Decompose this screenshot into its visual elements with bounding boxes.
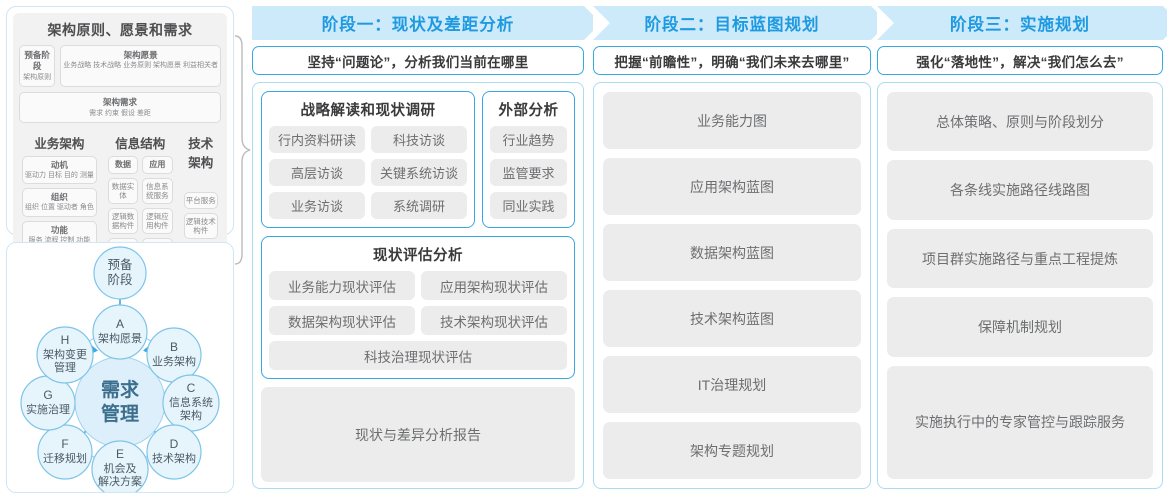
phase-2-banner: 阶段二：目标蓝图规划 [593, 6, 888, 40]
chip[interactable]: 科技访谈 [371, 126, 467, 153]
togaf-top-row: 预备阶段 架构原则 架构愿景 业务战略 技术战略 业务原则 架构愿景 利益相关者 [19, 45, 221, 88]
svg-text:实施治理: 实施治理 [26, 402, 70, 416]
chip[interactable]: 应用架构现状评估 [421, 271, 567, 300]
cycle-node-a [92, 304, 148, 360]
svg-text:解决方案: 解决方案 [98, 474, 142, 488]
togaf-title: 架构原则、愿景和需求 [47, 22, 193, 38]
svg-text:C: C [187, 381, 196, 395]
togaf-framework-panel: 架构原则、愿景和需求 预备阶段 架构原则 架构愿景 业务战略 技术战略 业务原则… [6, 6, 234, 324]
svg-text:G: G [43, 388, 52, 402]
togaf-vision-head: 架构愿景 [123, 50, 158, 60]
svg-text:信息系统: 信息系统 [169, 395, 213, 409]
togaf-business-item: 组织 组织 位置 驱动者 角色 [22, 188, 97, 217]
chip[interactable]: 数据架构现状评估 [269, 306, 415, 335]
chip[interactable]: 业务访谈 [269, 192, 365, 219]
togaf-prelim-cell: 预备阶段 架构原则 [19, 45, 56, 88]
chip[interactable]: 技术架构蓝图 [603, 290, 861, 347]
group-strategy-survey-title: 战略解读和现状调研 [300, 103, 436, 119]
svg-text:架构变更: 架构变更 [43, 347, 87, 361]
chip[interactable]: 技术架构现状评估 [421, 306, 567, 335]
svg-text:架构愿景: 架构愿景 [98, 331, 142, 345]
cycle-node-e [91, 440, 149, 492]
phase-1: 阶段一：现状及差距分析 坚持“问题论”，分析我们当前在哪里 战略解读和现状调研 … [252, 6, 601, 489]
svg-text:F: F [61, 437, 68, 451]
phase-1-body: 战略解读和现状调研 行内资料研读 科技访谈 高层访谈 关键系统访谈 业务访谈 系… [252, 82, 584, 489]
svg-text:技术架构: 技术架构 [152, 451, 196, 465]
chip[interactable]: 数据架构蓝图 [603, 224, 861, 281]
togaf-information-title: 信息结构 [115, 137, 166, 152]
phase-3-banner-text: 阶段三：实施规划 [950, 16, 1090, 34]
svg-text:E: E [116, 447, 124, 461]
svg-text:机会及: 机会及 [104, 461, 137, 475]
togaf-vision-sub: 业务战略 技术战略 业务原则 架构愿景 利益相关者 [63, 62, 218, 70]
adm-cycle-panel: 需求 管理 预备 阶段 A 架构愿景 B 业务架构 C 信息系统 架构 [6, 242, 234, 493]
phase-1-banner-text: 阶段一：现状及差距分析 [321, 16, 515, 34]
cycle-node-b [146, 327, 202, 383]
chip[interactable]: 架构专题规划 [603, 422, 861, 479]
phase-2: 阶段二：目标蓝图规划 把握“前瞻性”，明确“我们未来去哪里” 业务能力图 应用架… [593, 6, 888, 489]
cycle-node-prelim [93, 246, 147, 300]
chip[interactable]: 同业实践 [490, 192, 567, 219]
phase-2-slogan: 把握“前瞻性”，明确“我们未来去哪里” [593, 46, 871, 75]
phase-1-slogan: 坚持“问题论”，分析我们当前在哪里 [252, 46, 584, 75]
svg-text:架构: 架构 [180, 408, 202, 422]
togaf-requirement-head: 架构需求 [102, 97, 137, 108]
svg-text:A: A [116, 317, 124, 331]
cycle-node-d [146, 424, 202, 480]
left-column: 架构原则、愿景和需求 预备阶段 架构原则 架构愿景 业务战略 技术战略 业务原则… [6, 6, 234, 493]
phase-3-banner: 阶段三：实施规划 [877, 6, 1167, 40]
chip[interactable]: 应用架构蓝图 [603, 158, 861, 215]
chip[interactable]: 关键系统访谈 [371, 159, 467, 186]
phase-3-body: 总体策略、原则与阶段划分 各条线实施路径线路图 项目群实施路径与重点工程提炼 保… [877, 82, 1163, 489]
chip[interactable]: 行内资料研读 [269, 126, 365, 153]
chip[interactable]: 项目群实施路径与重点工程提炼 [887, 228, 1153, 289]
chip[interactable]: 各条线实施路径线路图 [887, 160, 1153, 220]
chip[interactable]: IT治理规划 [603, 356, 861, 413]
chip[interactable]: 总体策略、原则与阶段划分 [887, 92, 1153, 152]
svg-text:阶段: 阶段 [107, 272, 132, 287]
group-current-assessment-title: 现状评估分析 [373, 248, 463, 264]
cycle-center-line1: 需求 [101, 378, 140, 401]
adm-cycle-svg: 需求 管理 预备 阶段 A 架构愿景 B 业务架构 C 信息系统 架构 [20, 246, 220, 492]
svg-text:H: H [61, 333, 70, 347]
phase-3-slogan: 强化“落地性”，解决“我们怎么去” [877, 46, 1163, 75]
togaf-vision-cell: 架构愿景 业务战略 技术战略 业务原则 架构愿景 利益相关者 [60, 45, 221, 88]
svg-text:D: D [170, 437, 179, 451]
group-strategy-survey: 战略解读和现状调研 行内资料研读 科技访谈 高层访谈 关键系统访谈 业务访谈 系… [261, 91, 475, 228]
phase-2-banner-text: 阶段二：目标蓝图规划 [644, 16, 820, 34]
cycle-node-g [20, 375, 76, 431]
svg-text:迁移规划: 迁移规划 [43, 451, 87, 465]
togaf-business-item: 动机 驱动力 目标 目的 测量 [22, 156, 97, 185]
togaf-business-title: 业务架构 [34, 137, 85, 152]
connector-bracket [232, 30, 254, 270]
group-current-assessment: 现状评估分析 业务能力现状评估 应用架构现状评估 数据架构现状评估 技术架构现状… [261, 236, 575, 379]
togaf-prelim-sub: 架构原则 [23, 73, 52, 81]
svg-text:管理: 管理 [54, 360, 76, 374]
chip[interactable]: 监管要求 [490, 159, 567, 186]
togaf-requirement-sub: 需求 约束 假设 差距 [89, 109, 151, 117]
phase-1-banner: 阶段一：现状及差距分析 [252, 6, 601, 40]
phase-1-report-chip[interactable]: 现状与差异分析报告 [261, 387, 575, 482]
chip[interactable]: 实施执行中的专家管控与跟踪服务 [887, 365, 1153, 479]
svg-text:业务架构: 业务架构 [152, 354, 196, 368]
group-external-analysis-title: 外部分析 [498, 103, 559, 119]
svg-text:预备: 预备 [107, 258, 133, 272]
chip[interactable]: 行业趋势 [490, 126, 567, 153]
chip[interactable]: 业务能力现状评估 [269, 271, 415, 300]
phase-3: 阶段三：实施规划 强化“落地性”，解决“我们怎么去” 总体策略、原则与阶段划分 … [877, 6, 1167, 489]
svg-text:B: B [170, 340, 178, 354]
togaf-requirement-cell: 架构需求 需求 约束 假设 差距 [19, 92, 221, 124]
togaf-prelim-head: 预备阶段 [24, 50, 50, 72]
chip-wide[interactable]: 科技治理现状评估 [269, 341, 567, 370]
phase-2-body: 业务能力图 应用架构蓝图 数据架构蓝图 技术架构蓝图 IT治理规划 架构专题规划 [593, 82, 871, 489]
chip[interactable]: 高层访谈 [269, 159, 365, 186]
group-external-analysis: 外部分析 行业趋势 监管要求 同业实践 [482, 91, 575, 228]
cycle-center-line2: 管理 [101, 402, 139, 425]
chip[interactable]: 保障机制规划 [887, 297, 1153, 357]
chip[interactable]: 系统调研 [371, 192, 467, 219]
cycle-node-h [36, 326, 94, 384]
cycle-node-f [37, 424, 93, 480]
chip[interactable]: 业务能力图 [603, 92, 861, 149]
togaf-technology-title: 技术架构 [188, 137, 214, 171]
